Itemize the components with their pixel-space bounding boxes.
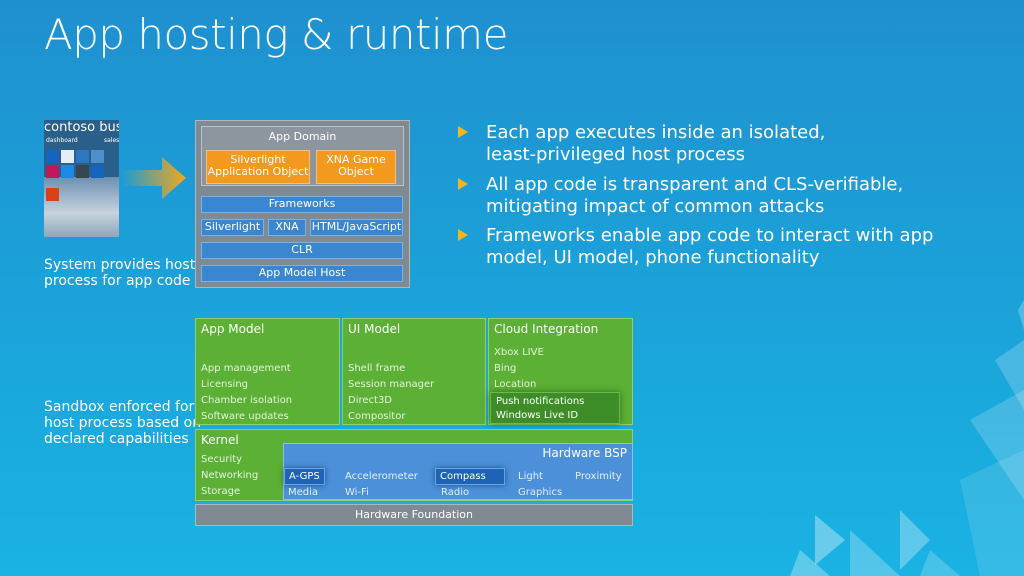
list-item: Location [494,379,537,390]
caption-line: process for app code [44,273,191,289]
bullet-line: least-privileged host process [486,144,745,165]
arrow-right-icon [122,157,186,199]
app-model-box: App Model App management Licensing Chamb… [195,318,340,425]
bullet-triangle-icon [458,178,468,190]
box-title: Kernel [201,433,239,447]
list-item: App management [201,363,291,374]
list-item: Licensing [201,379,249,390]
decorative-triangles-icon [790,300,1024,576]
bullet-item: All app code is transparent and CLS-veri… [458,174,958,220]
silverlight-app-object: Silverlight Application Object [206,150,310,184]
bullet-text: Each app executes inside an isolated, le… [486,122,956,166]
phone-pivot-dashboard: dashboard [46,137,78,144]
fw-xna: XNA [268,219,306,236]
push-live-highlight: Push notifications Windows Live ID [490,392,620,424]
box-line: Silverlight [230,153,286,166]
phone-screenshot: contoso bus dashboard sales [44,120,119,237]
caption-line: host process based on [44,415,202,431]
phone-pivot-sales: sales [104,137,119,144]
list-item: Direct3D [348,395,393,406]
phone-tile [46,165,59,178]
box-title: App Model [201,322,265,336]
caption-line: System provides host [44,257,196,273]
frameworks-bar: Frameworks [201,196,403,213]
phone-tile [61,150,74,163]
fw-silverlight: Silverlight [201,219,264,236]
bullet-item: Frameworks enable app code to interact w… [458,225,958,271]
hw-item: Graphics [518,487,563,498]
app-domain-label: App Domain [268,130,337,143]
bullet-line: All app code is transparent and CLS-veri… [486,174,904,195]
box-title: Hardware BSP [542,446,627,460]
phone-tile [46,188,59,201]
caption-line: declared capabilities [44,431,189,447]
list-item: Compositor [348,411,406,422]
hw-item: Radio [441,487,470,498]
bullet-triangle-icon [458,229,468,241]
box-line: Application Object [207,165,309,178]
bullet-line: Each app executes inside an isolated, [486,122,826,143]
bullet-item: Each app executes inside an isolated, le… [458,122,958,168]
bullet-triangle-icon [458,126,468,138]
hw-item-agps: A-GPS [284,468,325,485]
bullet-line: Frameworks enable app code to interact w… [486,225,934,246]
hardware-foundation-bar: Hardware Foundation [195,504,633,526]
box-line: Object [338,165,374,178]
caption-line: Sandbox enforced for [44,399,195,415]
list-item: Bing [494,363,517,374]
list-item: Session manager [348,379,435,390]
ui-model-box: UI Model Shell frame Session manager Dir… [342,318,486,425]
list-item: Chamber isolation [201,395,293,406]
phone-tile [46,150,59,163]
list-item: Windows Live ID [496,410,579,421]
phone-tile [76,165,89,178]
host-caption: System provides host process for app cod… [44,257,195,289]
list-item: Software updates [201,411,289,422]
xna-game-object: XNA Game Object [316,150,396,184]
list-item: Xbox LIVE [494,347,544,358]
list-item: Networking [201,470,259,481]
phone-tile [76,150,89,163]
phone-tile [91,165,104,178]
hw-item: Proximity [575,471,622,482]
clr-bar: CLR [201,242,403,259]
list-item: Push notifications [496,396,585,407]
phone-tile [91,150,104,163]
bullet-text: Frameworks enable app code to interact w… [486,225,956,269]
slide-title: App hosting & runtime [44,10,508,59]
bullet-line: mitigating impact of common attacks [486,196,825,217]
hw-item: Wi-Fi [345,487,369,498]
box-title: Cloud Integration [494,322,599,336]
list-item: Storage [201,486,241,497]
phone-tile [61,165,74,178]
sky-image [44,177,119,237]
box-title: UI Model [348,322,401,336]
hardware-bsp-box: Hardware BSP A-GPS Accelerometer Compass… [283,443,633,500]
list-item: Shell frame [348,363,406,374]
phone-app-title: contoso bus [44,120,119,135]
app-model-host-bar: App Model Host [201,265,403,282]
hw-item: Light [518,471,543,482]
bullet-line: model, UI model, phone functionality [486,247,820,268]
list-item: Security [201,454,243,465]
fw-html-javascript: HTML/JavaScript [310,219,403,236]
box-line: XNA Game [326,153,386,166]
hw-item: Media [288,487,319,498]
hw-item-compass: Compass [435,468,505,485]
hw-item: Accelerometer [345,471,418,482]
sandbox-caption: Sandbox enforced for host process based … [44,399,201,447]
bullet-text: All app code is transparent and CLS-veri… [486,174,956,218]
